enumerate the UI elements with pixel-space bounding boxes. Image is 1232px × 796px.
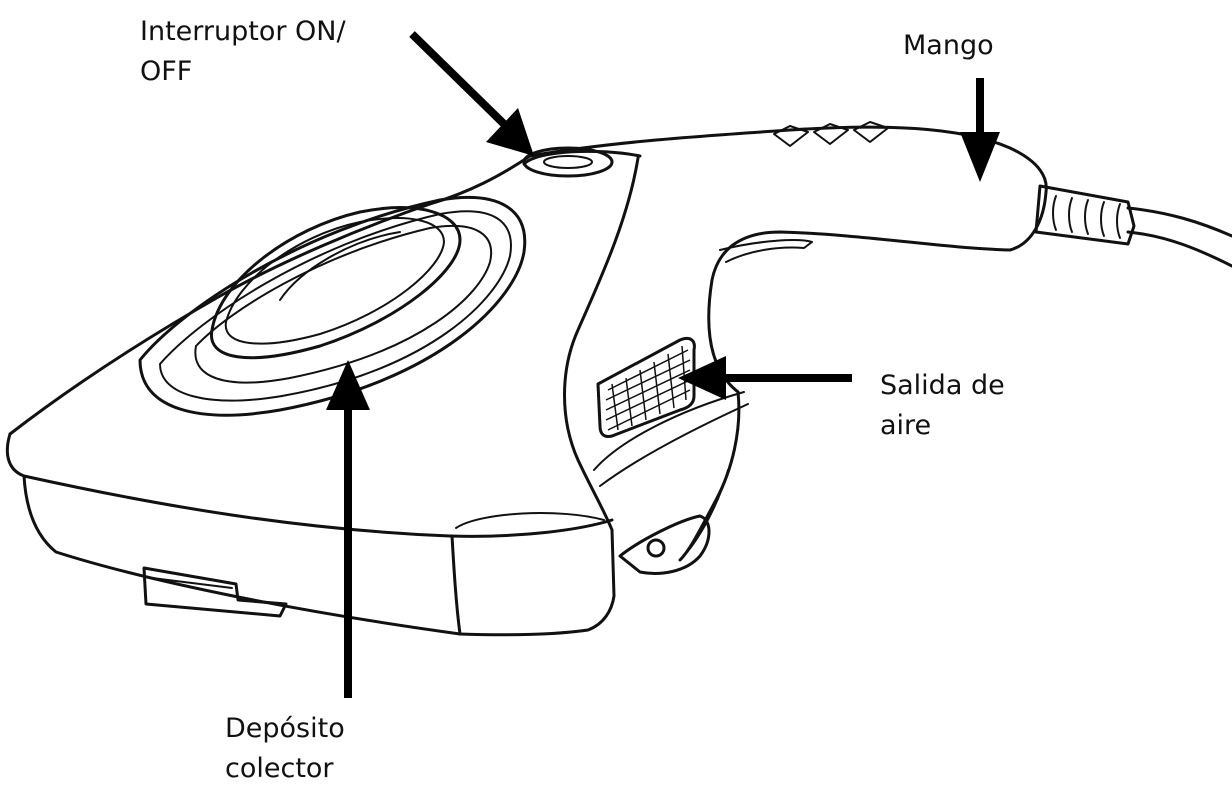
air-outlet-grille — [593, 336, 749, 487]
arrow-tank — [326, 360, 370, 698]
air-outlet-label-line2: aire — [880, 410, 932, 441]
handle-grip-ridges — [773, 121, 889, 147]
tank-label-line2: colector — [225, 753, 334, 784]
vacuum-body — [5, 125, 1048, 637]
collector-tank — [138, 195, 527, 417]
air-outlet-label: Salida de aire — [880, 366, 1005, 446]
power-cord — [1126, 206, 1232, 268]
handle-label: Mango — [903, 26, 994, 66]
rear-clip — [618, 469, 729, 575]
cord-strain-relief — [1034, 184, 1136, 246]
arrow-handle — [960, 78, 1000, 182]
arrow-air-outlet — [678, 356, 852, 400]
switch-label: Interruptor ON/ OFF — [140, 12, 346, 92]
tank-label-line1: Depósito — [225, 713, 345, 744]
switch-label-line2: OFF — [140, 56, 193, 87]
handle-label-line1: Mango — [903, 30, 994, 61]
arrow-switch — [409, 31, 534, 156]
tank-label: Depósito colector — [225, 709, 345, 789]
power-switch — [522, 146, 642, 178]
air-outlet-label-line1: Salida de — [880, 370, 1005, 401]
switch-label-line1: Interruptor ON/ — [140, 16, 346, 47]
